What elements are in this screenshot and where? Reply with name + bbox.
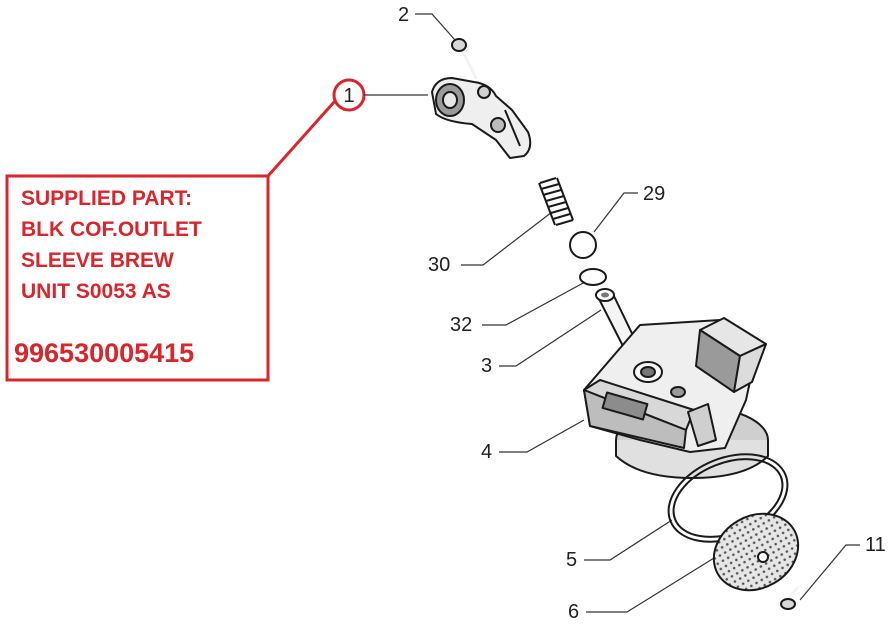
supplied-part-heading: SUPPLIED PART:	[21, 187, 192, 210]
o-ring-small-part	[579, 268, 607, 286]
supplied-part-description-1: BLK COF.OUTLET	[21, 218, 202, 241]
leader-29	[593, 192, 638, 233]
leader-2	[415, 13, 456, 41]
leader-32	[482, 281, 586, 326]
screw-top-part	[451, 38, 478, 80]
leader-4	[499, 419, 585, 453]
callout-29: 29	[593, 183, 665, 233]
callout-label-29: 29	[643, 183, 665, 205]
callout-label-6: 6	[568, 601, 579, 623]
callout-label-2: 2	[398, 4, 409, 26]
callout-label-30: 30	[428, 254, 450, 276]
callout-label-4: 4	[481, 441, 492, 463]
callout-label-3: 3	[481, 355, 492, 377]
callout-5: 5	[566, 519, 673, 571]
leader-5	[584, 519, 673, 561]
leader-6	[586, 557, 715, 613]
housing-part	[583, 317, 769, 479]
callout-2: 2	[398, 4, 456, 41]
callout-label-32: 32	[450, 314, 472, 336]
supplied-part-number: 996530005415	[14, 338, 194, 368]
outlet-sleeve-part	[431, 77, 532, 159]
callout-label-1: 1	[343, 85, 354, 107]
leader-3	[499, 309, 602, 367]
filter-screen-part	[712, 512, 800, 592]
callout-label-11: 11	[865, 534, 886, 556]
leader-11	[799, 544, 860, 601]
leader-30	[461, 211, 553, 266]
supplied-part-description-3: UNIT S0053 AS	[21, 280, 171, 303]
circled-callout-1: 1	[332, 78, 366, 112]
supplied-part-box: SUPPLIED PART: BLK COF.OUTLET SLEEVE BRE…	[5, 174, 270, 382]
spring-part	[538, 177, 574, 226]
callout-4: 4	[481, 419, 585, 463]
callout-32: 32	[450, 281, 586, 336]
screw-bottom-part	[780, 585, 800, 610]
callout-6: 6	[568, 557, 715, 623]
ball-part	[569, 231, 597, 259]
supplied-part-frame	[5, 174, 270, 382]
supplied-part-description-2: SLEEVE BREW	[21, 249, 174, 272]
supplied-part-leader	[266, 100, 337, 177]
callout-label-5: 5	[566, 549, 577, 571]
callout-11: 11	[799, 534, 886, 601]
callout-30: 30	[428, 211, 553, 276]
callout-3: 3	[481, 309, 602, 377]
